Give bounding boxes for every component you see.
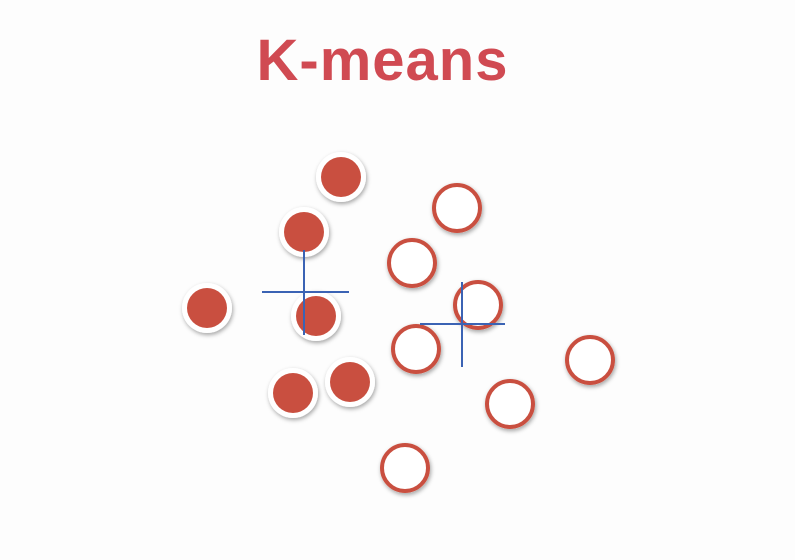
hollow-point (380, 443, 430, 493)
filled-point (279, 207, 329, 257)
cluster-filled (182, 152, 375, 418)
hollow-point (432, 183, 482, 233)
hollow-point (565, 335, 615, 385)
filled-point (268, 368, 318, 418)
filled-point (316, 152, 366, 202)
centroid-marker-hollow (420, 282, 505, 367)
filled-point (325, 357, 375, 407)
centroid-marker-filled (262, 250, 349, 335)
cluster-hollow (380, 183, 615, 493)
slide-title: K-means (256, 28, 509, 93)
hollow-point (453, 280, 503, 330)
hollow-point (485, 379, 535, 429)
hollow-point (391, 324, 441, 374)
filled-point (291, 291, 341, 341)
hollow-point (387, 238, 437, 288)
filled-point (182, 283, 232, 333)
